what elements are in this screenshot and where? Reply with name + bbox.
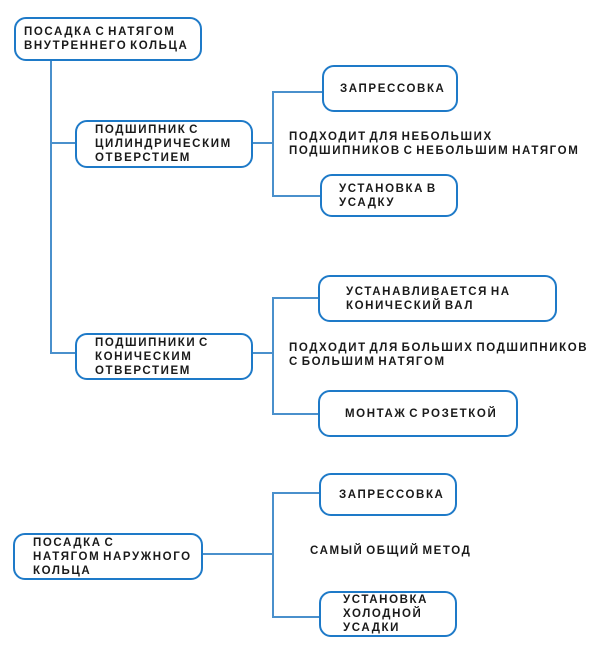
note-large-bearings: ПОДХОДИТ ДЛЯ БОЛЬШИХ ПОДШИПНИКОВ С БОЛЬШ… [289, 342, 589, 368]
node-press-fit-top: ЗАПРЕССОВКА [322, 65, 458, 112]
node-tapered-shaft: УСТАНАВЛИВАЕТСЯ НА КОНИЧЕСКИЙ ВАЛ [318, 275, 557, 322]
connector-trunk-vertical [50, 59, 52, 354]
connector-trunk-to-cylindrical [51, 142, 76, 144]
node-outer-ring-fit: ПОСАДКА С НАТЯГОМ НАРУЖНОГО КОЛЬЦА [13, 533, 203, 580]
node-tapered-bore: ПОДШИПНИКИ С КОНИЧЕСКИМ ОТВЕРСТИЕМ [75, 333, 253, 380]
note-common-method: САМЫЙ ОБЩИЙ МЕТОД [310, 545, 472, 557]
node-cylindrical-bore: ПОДШИПНИК С ЦИЛИНДРИЧЕСКИМ ОТВЕРСТИЕМ [75, 120, 253, 168]
connector-to-shrink-fit [272, 195, 320, 197]
node-shrink-fit: УСТАНОВКА В УСАДКУ [320, 174, 458, 217]
connector-branch1-vertical [272, 91, 274, 197]
connector-to-tapered-shaft [272, 297, 318, 299]
connector-branch2-vertical [272, 297, 274, 415]
note-small-bearings: ПОДХОДИТ ДЛЯ НЕБОЛЬШИХ ПОДШИПНИКОВ С НЕБ… [289, 131, 580, 157]
connector-branch3-vertical [272, 492, 274, 618]
connector-to-socket-mounting [272, 413, 318, 415]
connector-cylindrical-right [253, 142, 274, 144]
node-cold-shrink: УСТАНОВКА ХОЛОДНОЙ УСАДКИ [319, 591, 457, 637]
node-press-fit-bottom: ЗАПРЕССОВКА [319, 473, 457, 516]
connector-to-cold-shrink [272, 616, 319, 618]
connector-to-press-fit-bottom [272, 492, 319, 494]
node-socket-mounting: МОНТАЖ С РОЗЕТКОЙ [318, 390, 518, 437]
node-inner-ring-fit: ПОСАДКА С НАТЯГОМ ВНУТРЕННЕГО КОЛЬЦА [14, 17, 202, 61]
connector-to-press-fit-top [272, 91, 322, 93]
connector-trunk-to-tapered [51, 352, 76, 354]
connector-tapered-right [253, 352, 274, 354]
connector-outer-ring-right [203, 553, 274, 555]
